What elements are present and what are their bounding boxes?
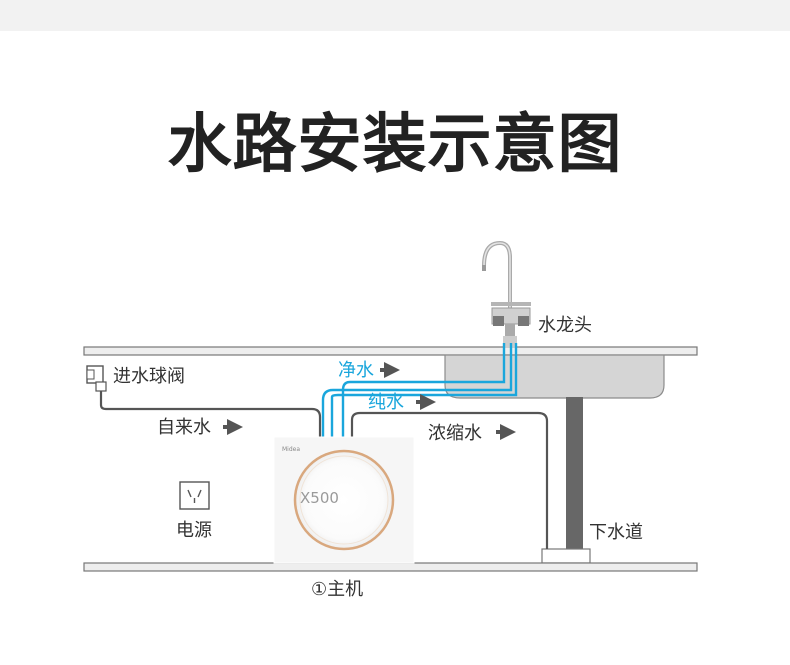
model-label: X500 (300, 489, 339, 507)
pure-water-label: 纯水 (368, 392, 404, 413)
faucet-label: 水龙头 (538, 315, 592, 336)
power-outlet-icon (179, 481, 210, 510)
drain-label: 下水道 (589, 522, 643, 543)
page-title: 水路安装示意图 (167, 108, 623, 182)
power-label: 电源 (176, 520, 212, 541)
svg-text:Midea: Midea (282, 446, 300, 453)
faucet-icon (482, 240, 531, 348)
valve-icon (86, 365, 107, 392)
top-band (0, 0, 790, 31)
pure-water-pipes (321, 343, 518, 438)
main-unit: Midea (273, 436, 415, 564)
countertop (83, 346, 698, 356)
floor-shelf (83, 562, 698, 572)
main-unit-label: ①主机 (311, 579, 363, 600)
sink-basin (444, 354, 665, 399)
drain-pipe (541, 397, 591, 564)
tap-water-label: 自来水 (157, 417, 211, 438)
concentrate-pipe (350, 411, 549, 549)
concentrate-label: 浓缩水 (428, 423, 482, 444)
tap-water-pipe (99, 390, 322, 438)
inlet-valve-label: 进水球阀 (113, 366, 185, 387)
purified-water-label: 净水 (338, 360, 374, 381)
